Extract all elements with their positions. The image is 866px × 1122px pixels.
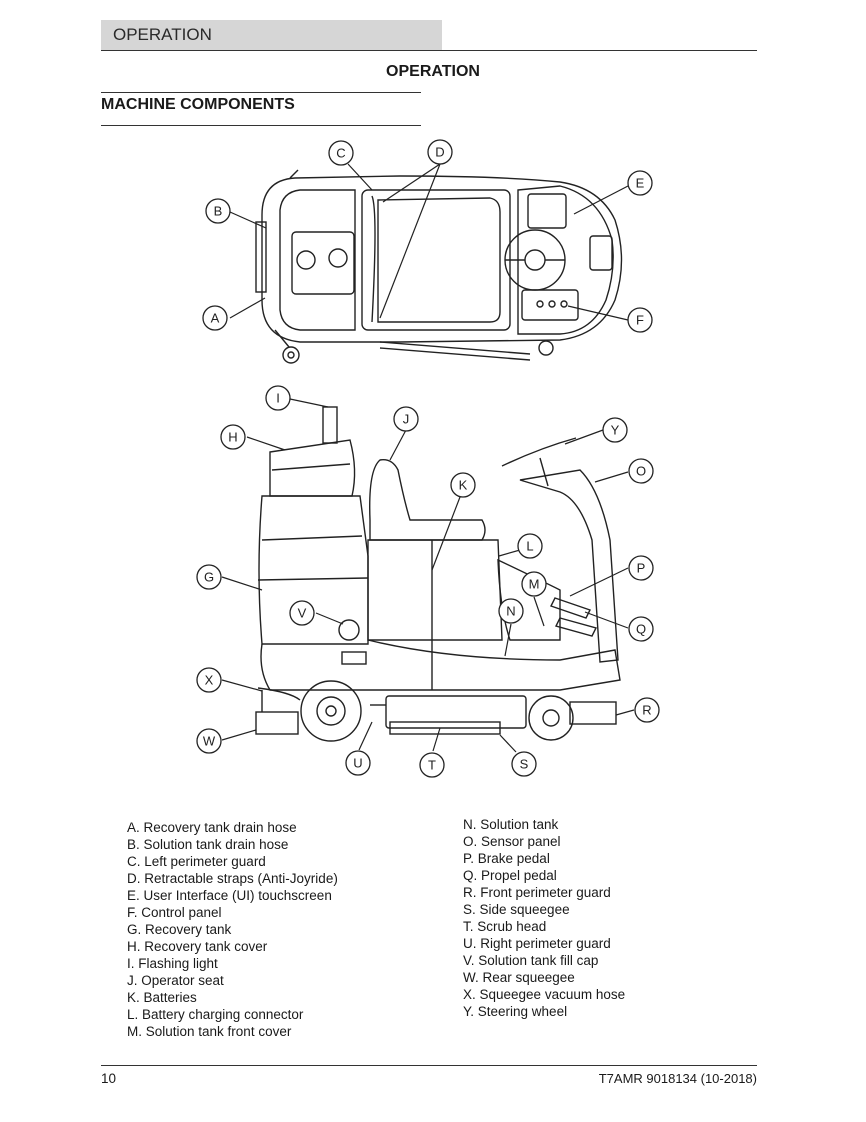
legend-item: M. Solution tank front cover — [127, 1024, 292, 1039]
legend-item: E. User Interface (UI) touchscreen — [127, 888, 332, 903]
callout-x: X — [205, 673, 214, 688]
callout-f: F — [636, 313, 644, 328]
callout-u: U — [353, 756, 362, 771]
callout-b: B — [214, 204, 223, 219]
section-header-tab: OPERATION — [101, 20, 442, 50]
callout-t: T — [428, 758, 436, 773]
section-header-label: OPERATION — [113, 25, 212, 44]
legend-item: F. Control panel — [127, 905, 222, 920]
callout-v: V — [298, 606, 307, 621]
callout-h: H — [228, 430, 237, 445]
legend-item: G. Recovery tank — [127, 922, 232, 937]
legend-item: H. Recovery tank cover — [127, 939, 268, 954]
callout-a: A — [211, 311, 220, 326]
legend-item: O. Sensor panel — [463, 834, 561, 849]
callout-d: D — [435, 145, 444, 160]
document-id: T7AMR 9018134 (10-2018) — [598, 1071, 757, 1086]
legend-item: S. Side squeegee — [463, 902, 570, 917]
legend-item: B. Solution tank drain hose — [127, 837, 289, 852]
callout-s: S — [520, 757, 529, 772]
legend-item: L. Battery charging connector — [127, 1007, 304, 1022]
callout-n: N — [506, 604, 515, 619]
legend-item: W. Rear squeegee — [463, 970, 575, 985]
section-rule-top — [101, 92, 421, 93]
machine-components-figure: C D E B F A I J H Y O K L P G M V N Q X … — [196, 139, 660, 778]
legend-item: Q. Propel pedal — [463, 868, 557, 883]
section-rule-bottom — [101, 125, 421, 126]
legend-item: Y. Steering wheel — [463, 1004, 568, 1019]
footer-rule — [101, 1065, 757, 1066]
legend-item: N. Solution tank — [463, 817, 559, 832]
legend-item: A. Recovery tank drain hose — [127, 820, 297, 835]
callout-y: Y — [611, 423, 620, 438]
callout-o: O — [636, 464, 646, 479]
legend-left: A. Recovery tank drain hose B. Solution … — [127, 819, 338, 1040]
legend-item: X. Squeegee vacuum hose — [463, 987, 626, 1002]
header-rule — [101, 50, 757, 51]
callout-q: Q — [636, 622, 646, 637]
callout-r: R — [642, 703, 651, 718]
legend-item: V. Solution tank fill cap — [463, 953, 599, 968]
legend-item: C. Left perimeter guard — [127, 854, 266, 869]
callout-leaders — [221, 163, 635, 753]
legend-item: P. Brake pedal — [463, 851, 550, 866]
callout-l: L — [526, 539, 533, 554]
callout-k: K — [459, 478, 468, 493]
top-view-machine — [255, 169, 623, 364]
callout-m: M — [529, 577, 540, 592]
callout-g: G — [204, 570, 214, 585]
page-title: OPERATION — [386, 63, 480, 80]
legend-item: R. Front perimeter guard — [463, 885, 611, 900]
legend-right: N. Solution tank O. Sensor panel P. Brak… — [463, 816, 625, 1020]
callout-c: C — [336, 146, 345, 161]
legend-item: T. Scrub head — [463, 919, 547, 934]
side-view-machine — [255, 406, 621, 742]
callout-j: J — [403, 412, 410, 427]
legend-item: J. Operator seat — [127, 973, 224, 988]
section-title: MACHINE COMPONENTS — [101, 96, 295, 113]
callout-i: I — [276, 391, 280, 406]
callout-w: W — [203, 734, 216, 749]
legend-item: D. Retractable straps (Anti-Joyride) — [127, 871, 338, 886]
callout-e: E — [636, 176, 645, 191]
legend-item: K. Batteries — [127, 990, 197, 1005]
callout-circles — [196, 139, 660, 778]
callout-p: P — [637, 561, 646, 576]
legend-item: U. Right perimeter guard — [463, 936, 611, 951]
page-number: 10 — [101, 1071, 117, 1086]
legend-item: I. Flashing light — [127, 956, 218, 971]
